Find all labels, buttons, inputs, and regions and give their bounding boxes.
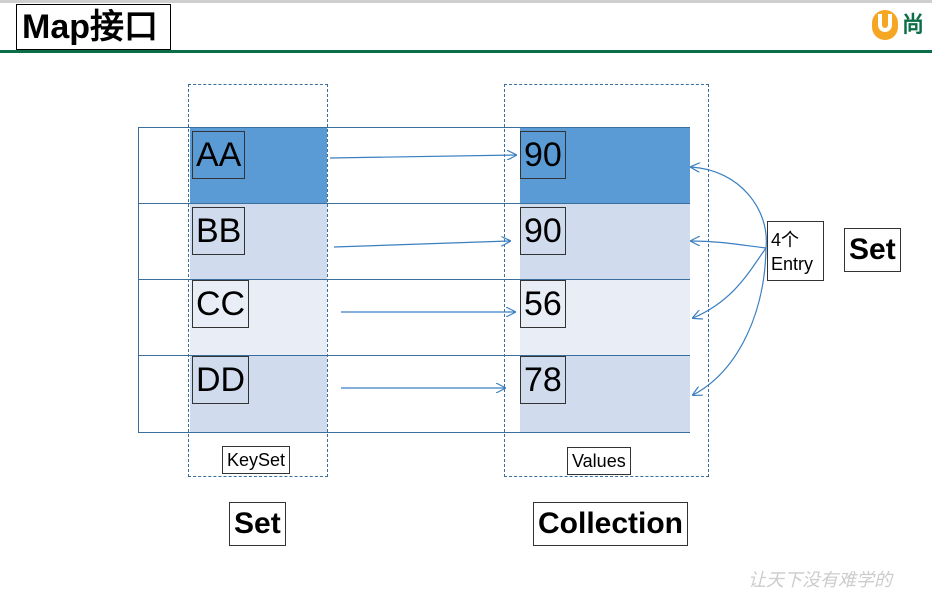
keys-set-label: Set xyxy=(229,502,286,546)
entry-label: 4个 Entry xyxy=(767,221,824,281)
header-top-line xyxy=(0,0,932,3)
entry-arrow-2 xyxy=(691,241,767,249)
key-label: BB xyxy=(192,207,246,255)
arrow-bb-90 xyxy=(333,241,510,248)
value-cell-bg xyxy=(520,128,690,203)
value-label: 90 xyxy=(520,131,566,179)
value-cell-bg xyxy=(520,204,690,279)
entry-count: 4个 xyxy=(771,230,800,250)
arrows-layer xyxy=(329,0,767,580)
value-label: 78 xyxy=(520,356,566,404)
entry-arrow-1 xyxy=(691,167,767,249)
entry-word: Entry xyxy=(771,254,814,274)
map-row-4: DD 78 xyxy=(138,355,690,433)
entries-set-label: Set xyxy=(844,228,901,272)
key-label: DD xyxy=(192,356,250,404)
entry-arrow-3 xyxy=(693,247,767,318)
map-row-3: CC 56 xyxy=(138,279,690,356)
key-label: AA xyxy=(192,131,246,179)
values-group xyxy=(504,84,709,477)
value-cell-bg xyxy=(520,356,690,432)
key-label: CC xyxy=(192,280,250,328)
logo-text: 尚 xyxy=(902,12,925,37)
values-label: Values xyxy=(567,447,631,475)
header-rule xyxy=(0,50,932,53)
key-cell-bg xyxy=(190,356,327,432)
value-cell-bg xyxy=(520,280,690,355)
slide-title: Map接口 xyxy=(16,4,171,50)
values-collection-label: Collection xyxy=(533,502,689,546)
map-row-1: AA 90 xyxy=(138,127,690,204)
logo-icon-inner xyxy=(878,14,892,32)
keyset-label: KeySet xyxy=(222,446,291,474)
value-label: 90 xyxy=(520,207,566,255)
arrow-aa-90 xyxy=(329,155,516,158)
value-label: 56 xyxy=(520,280,566,328)
key-cell-bg xyxy=(190,204,327,279)
key-cell-bg xyxy=(190,280,327,355)
key-cell-bg xyxy=(190,128,327,203)
keyset-group xyxy=(188,84,328,477)
entry-arrow-4 xyxy=(693,247,767,395)
watermark: 让天下没有难学的 xyxy=(748,570,892,591)
